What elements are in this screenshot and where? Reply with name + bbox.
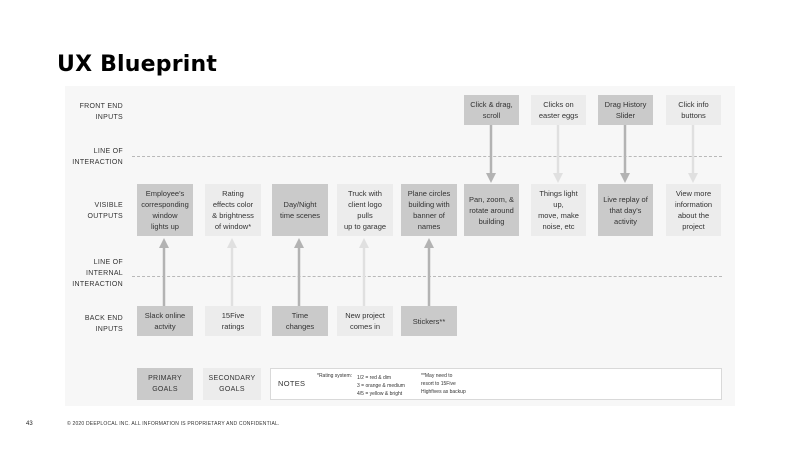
line-of-internal-interaction bbox=[132, 276, 722, 277]
rating-label: *Rating system: bbox=[317, 373, 353, 379]
blueprint-panel bbox=[65, 86, 735, 406]
page-title: UX Blueprint bbox=[57, 52, 218, 77]
line-of-interaction bbox=[132, 156, 722, 157]
back-input-stickers: Stickers** bbox=[401, 306, 457, 336]
notes-title: NOTES bbox=[278, 379, 306, 388]
page-number: 43 bbox=[26, 421, 33, 427]
footer-copyright: © 2020 DEEPLOCAL INC. ALL INFORMATION IS… bbox=[67, 421, 280, 427]
front-input-click-drag: Click & drag,scroll bbox=[464, 95, 519, 125]
